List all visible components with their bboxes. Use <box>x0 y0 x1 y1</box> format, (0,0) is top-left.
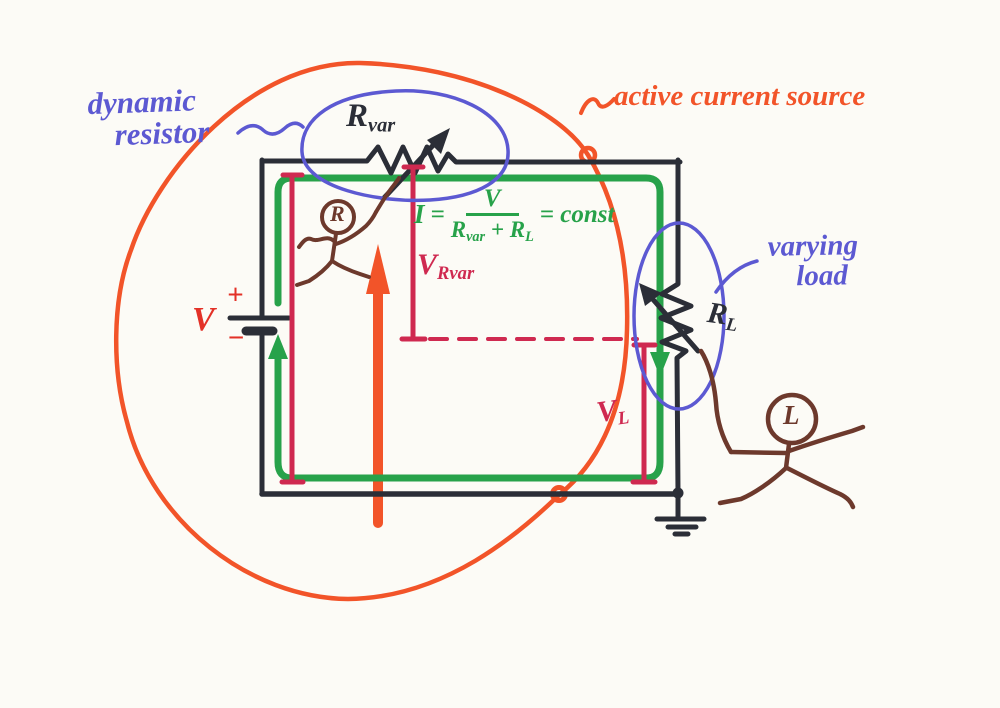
stick-figure-load <box>698 348 866 510</box>
battery-plus-sign: + <box>227 279 244 311</box>
battery-minus-sign: − <box>227 322 245 354</box>
formula-den-r2-sub: L <box>525 228 534 245</box>
voltage-measure-line-rvar <box>399 164 428 342</box>
loop-arrow-up-icon <box>268 334 288 359</box>
varying-load-label: varying load <box>767 229 859 292</box>
source-callout-squiggle <box>579 97 616 115</box>
voltage-measure-line-source <box>279 172 306 485</box>
dynamic-resistor-line2: resistor <box>113 113 210 152</box>
rope-to-rl <box>698 348 734 455</box>
rl-adjust-arrow <box>647 293 701 354</box>
rope-to-rvar <box>374 176 401 214</box>
formula-numerator: V <box>465 186 519 216</box>
v-rvar-base: V <box>417 248 438 281</box>
loop-arrow-down-icon <box>650 352 670 377</box>
formula-denominator: Rvar + RL <box>451 216 534 245</box>
current-loop <box>274 174 664 482</box>
load-callout-ellipse <box>632 221 726 411</box>
v-l-base: V <box>594 393 619 430</box>
battery-voltage-label: V <box>192 301 215 338</box>
formula-fraction: V Rvar + RL <box>451 186 534 244</box>
current-source-ellipse <box>114 60 630 602</box>
varying-load-connector <box>714 259 759 294</box>
v-rvar-sub: Rvar <box>437 263 475 285</box>
current-arrow-head-icon <box>366 244 390 294</box>
figure-load-head-letter: L <box>783 400 800 430</box>
v-rvar-label: VRvar <box>417 248 475 285</box>
formula-den-r1-sub: var <box>466 228 486 245</box>
rvar-component-label: Rvar <box>346 98 396 137</box>
rvar-sub: var <box>368 114 396 137</box>
rvar-callout-blob <box>300 89 510 203</box>
varying-load-line1: varying <box>767 229 859 263</box>
formula-den-plus: + <box>490 216 504 242</box>
dynamic-resistor-label: dynamic resistor <box>87 82 210 152</box>
rl-arrow-head-icon <box>639 283 662 306</box>
rl-component-label: RL <box>705 296 741 336</box>
formula-lhs: I <box>414 199 425 230</box>
formula-den-r1: R <box>450 216 467 242</box>
formula-eq: = <box>430 201 445 229</box>
figure-resistor-head-letter: R <box>330 201 345 226</box>
current-formula: I = V Rvar + RL = const <box>414 186 614 244</box>
circuit-top-wire <box>259 144 683 176</box>
v-l-label: VL <box>594 393 630 432</box>
rvar-arrow-head-icon <box>427 128 450 154</box>
varying-load-line2: load <box>795 258 849 292</box>
stick-figure-resistor <box>295 176 401 287</box>
formula-den-r2: R <box>509 216 526 242</box>
voltage-measure-line-load <box>630 342 658 485</box>
formula-rhs: = const <box>539 201 615 229</box>
rvar-base: R <box>346 98 369 134</box>
dynamic-resistor-squiggle <box>236 121 305 136</box>
ground-icon <box>654 491 707 537</box>
active-current-source-label: active current source <box>614 80 866 112</box>
